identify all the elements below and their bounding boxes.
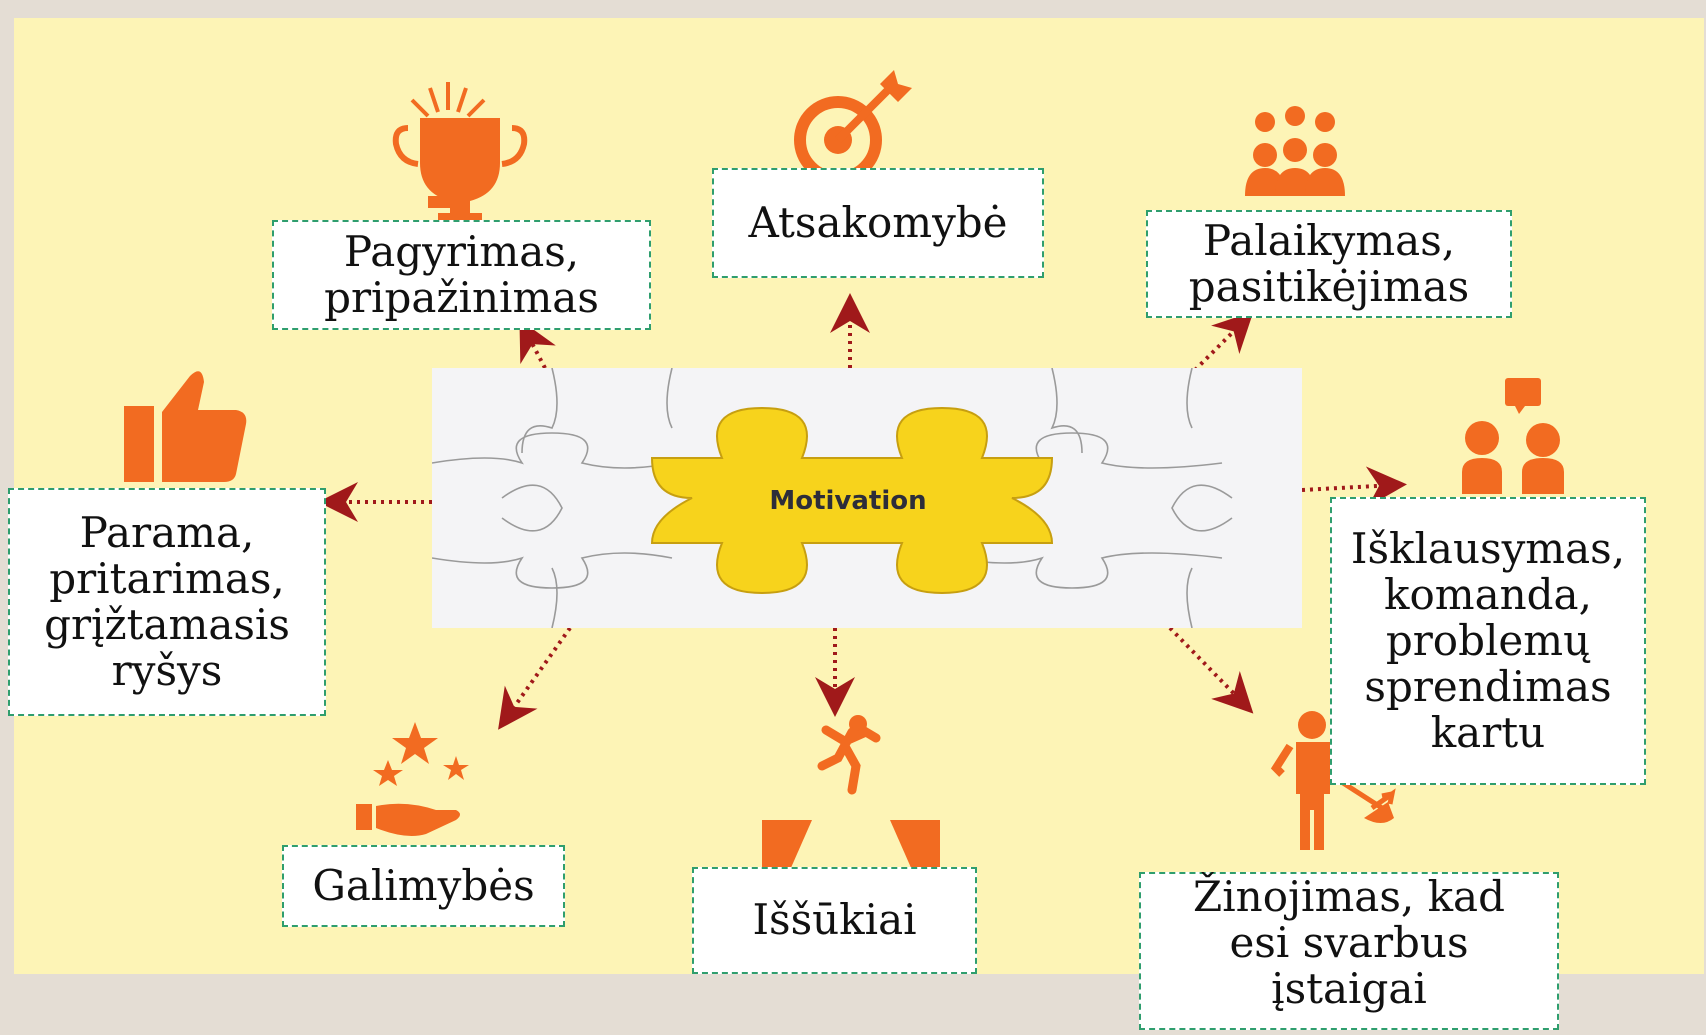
puzzle-image: Motivation [432,368,1302,628]
label-atsakomybe: Atsakomybė [712,168,1044,278]
label-galimybes: Galimybės [282,845,565,927]
motivation-word: Motivation [769,486,927,516]
arrow-lower-left [498,626,572,730]
puzzle-piece-center [650,406,1054,595]
team-icon [1245,106,1345,196]
label-palaikymas: Palaikymas,pasitikėjimas [1146,210,1512,318]
stars-hand-icon [356,722,469,836]
arrow-upper-left [519,319,556,369]
label-pagyrimas: Pagyrimas,pripažinimas [272,220,651,330]
label-issukiai: Iššūkiai [692,867,977,974]
trophy-icon [392,82,528,223]
target-icon [794,70,912,184]
chat-people-icon [1462,378,1564,494]
jump-gap-icon [762,715,940,870]
thumbs-up-icon [124,371,247,482]
arrow-right [1301,466,1407,507]
arrow-upper-right [1193,311,1254,372]
arrow-lower-right [1168,626,1254,714]
